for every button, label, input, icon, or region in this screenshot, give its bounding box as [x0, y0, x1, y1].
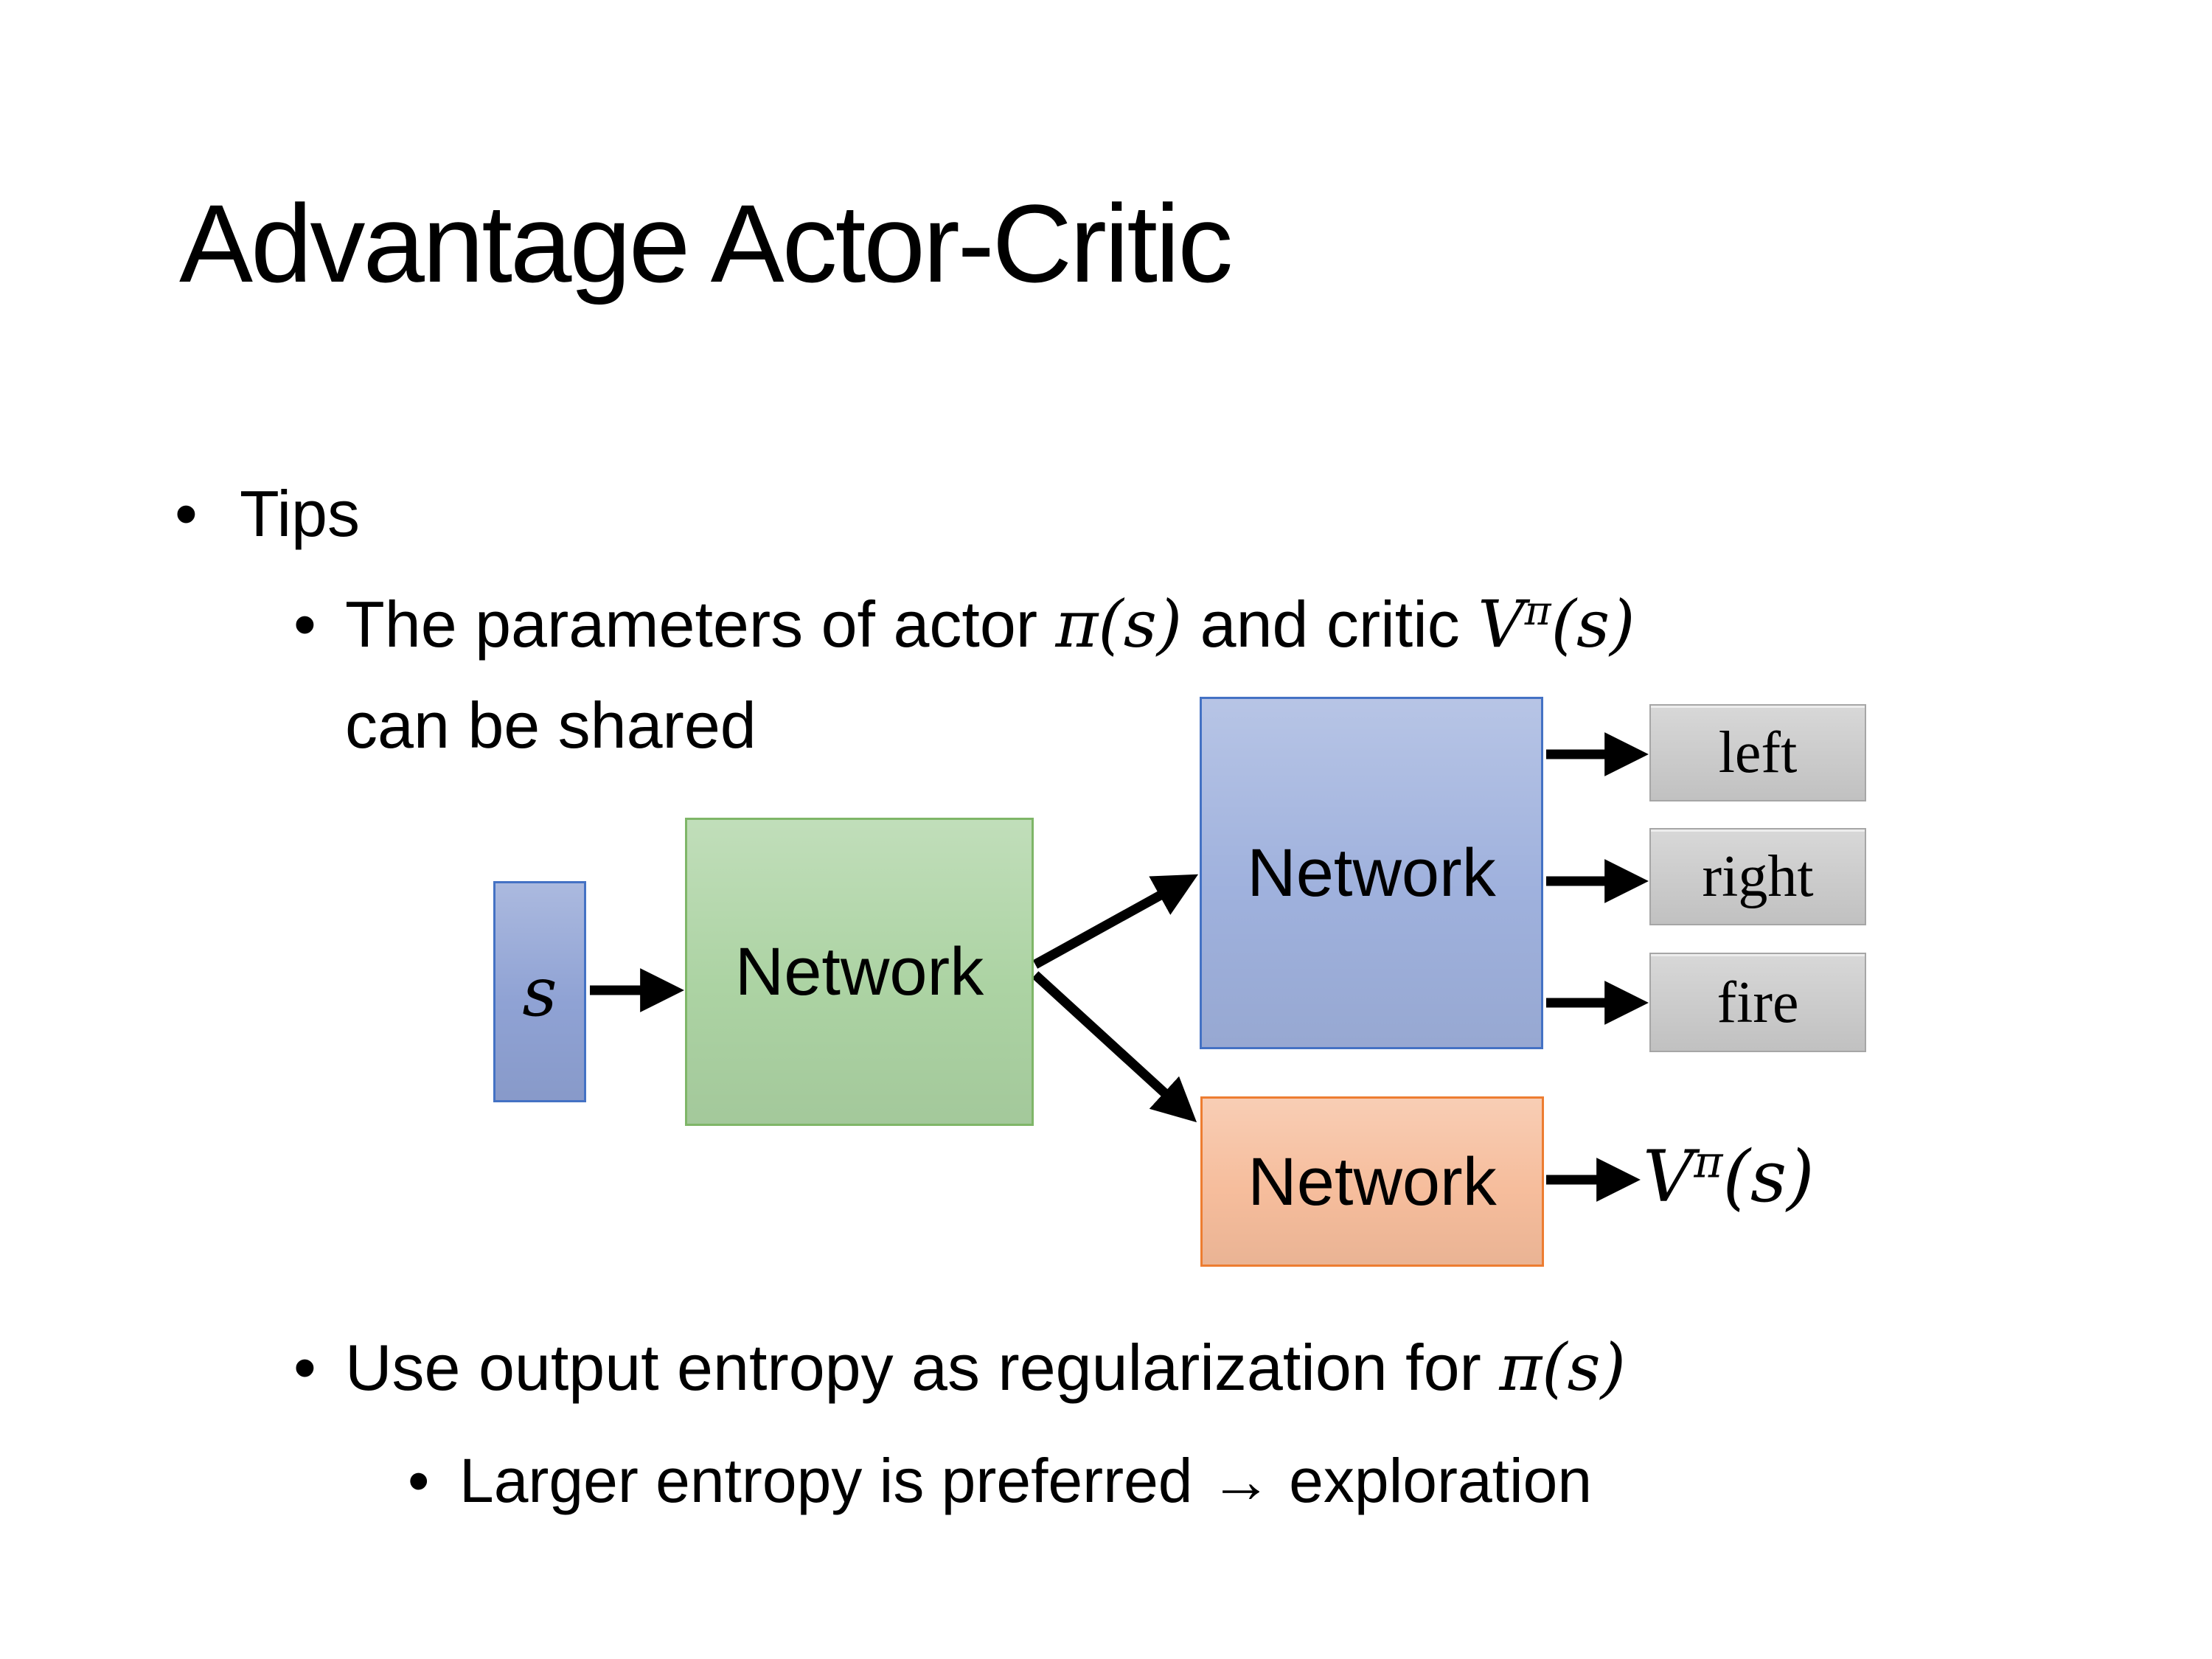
bullet-dot: •: [175, 477, 198, 550]
pi-symbol: π: [1055, 586, 1099, 662]
v-superscript-pi: π: [1694, 1137, 1723, 1189]
actor-network-label: Network: [1247, 835, 1496, 911]
v-symbol: V: [1643, 1135, 1694, 1219]
v-args: (s): [1551, 586, 1635, 662]
actor-pi-expression: π(s): [1056, 586, 1183, 662]
v-args: (s): [1722, 1135, 1815, 1219]
action-label-right: right: [1702, 844, 1814, 909]
state-box: s: [493, 881, 586, 1102]
state-label: s: [522, 952, 557, 1032]
bullet-dot: •: [293, 1331, 316, 1404]
pi-expression: π(s): [1499, 1329, 1626, 1405]
action-box-fire: fire: [1649, 953, 1866, 1052]
bullet-parameters-shared: • The parameters of actor π(s) and criti…: [293, 574, 2078, 776]
action-label-left: left: [1718, 720, 1798, 785]
critic-network-label: Network: [1248, 1144, 1497, 1220]
action-box-right: right: [1649, 828, 1866, 925]
v-symbol: V: [1478, 586, 1525, 662]
tips-text: Tips: [240, 477, 360, 550]
pi-args: (s): [1542, 1329, 1626, 1405]
entropy-text-pre: Use output entropy as regularization for: [345, 1331, 1500, 1404]
arrow-shared-to-actor: [1032, 874, 1199, 969]
entropy-text: Use output entropy as regularization for…: [345, 1324, 1626, 1412]
actor-network-box: Network: [1200, 697, 1543, 1049]
v-superscript-pi: π: [1524, 587, 1551, 634]
critic-value-expression: Vπ(s): [1643, 1141, 1815, 1212]
bullet-dot: •: [408, 1446, 430, 1515]
action-box-left: left: [1649, 704, 1866, 801]
bullet-entropy-regularization: • Use output entropy as regularization f…: [293, 1324, 2137, 1412]
bullet-exploration: • Larger entropy is preferred → explorat…: [408, 1439, 2177, 1523]
critic-network-box: Network: [1200, 1096, 1544, 1267]
action-label-fire: fire: [1717, 970, 1799, 1035]
shared-network-label: Network: [734, 934, 984, 1009]
pi-symbol: π: [1499, 1329, 1543, 1405]
shared-network-box: Network: [685, 818, 1034, 1126]
bullet-dot: •: [293, 588, 316, 661]
param-text-mid: and critic: [1182, 588, 1478, 661]
pi-args: (s): [1098, 586, 1183, 662]
slide-title: Advantage Actor-Critic: [179, 181, 1233, 305]
exploration-text: Larger entropy is preferred → exploratio…: [459, 1446, 1593, 1515]
arrow-shared-to-critic: [1032, 971, 1197, 1123]
param-text-pre: The parameters of actor: [345, 588, 1056, 661]
bullet-tips: • Tips: [175, 470, 360, 558]
critic-v-expression: Vπ(s): [1478, 586, 1635, 662]
param-text-line2: can be shared: [345, 689, 757, 762]
parameters-shared-text: The parameters of actor π(s) and critic …: [345, 574, 1635, 776]
